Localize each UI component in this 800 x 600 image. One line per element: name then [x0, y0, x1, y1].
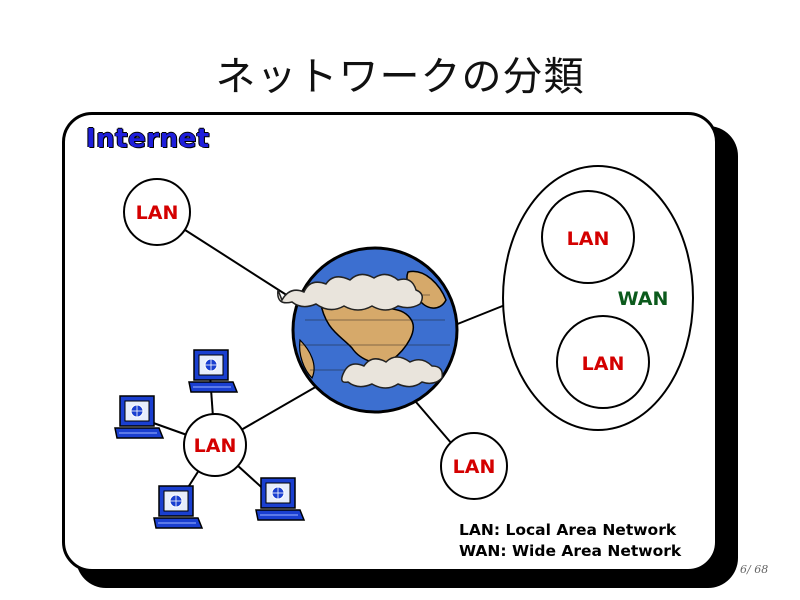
line-globe-wan — [454, 304, 506, 326]
wan-lan-node-upper-label: LAN — [567, 228, 610, 250]
wan-lan-node-lower: LAN — [556, 315, 650, 409]
wan-label: WAN — [618, 288, 669, 310]
computer-icon — [114, 395, 164, 439]
lan-node-bottom-label: LAN — [453, 456, 496, 478]
lan-node-top-left: LAN — [123, 178, 191, 246]
computer-icon — [153, 485, 203, 529]
internet-label: Internet — [86, 124, 210, 154]
computer-icon — [255, 477, 305, 521]
legend-lan: LAN: Local Area Network — [459, 521, 677, 539]
globe-icon — [277, 246, 459, 414]
lan-node-computers-label: LAN — [194, 435, 237, 457]
page-number: 6/ 68 — [740, 563, 769, 576]
wan-lan-node-upper: LAN — [541, 190, 635, 284]
slide-title: ネットワークの分類 — [215, 54, 585, 100]
computer-icon — [188, 349, 238, 393]
wan-lan-node-lower-label: LAN — [582, 353, 625, 375]
lan-node-top-left-label: LAN — [136, 202, 179, 224]
lan-node-computers: LAN — [183, 413, 247, 477]
legend: LAN: Local Area Network WAN: Wide Area N… — [459, 520, 681, 562]
lan-node-bottom: LAN — [440, 432, 508, 500]
legend-wan: WAN: Wide Area Network — [459, 542, 682, 560]
